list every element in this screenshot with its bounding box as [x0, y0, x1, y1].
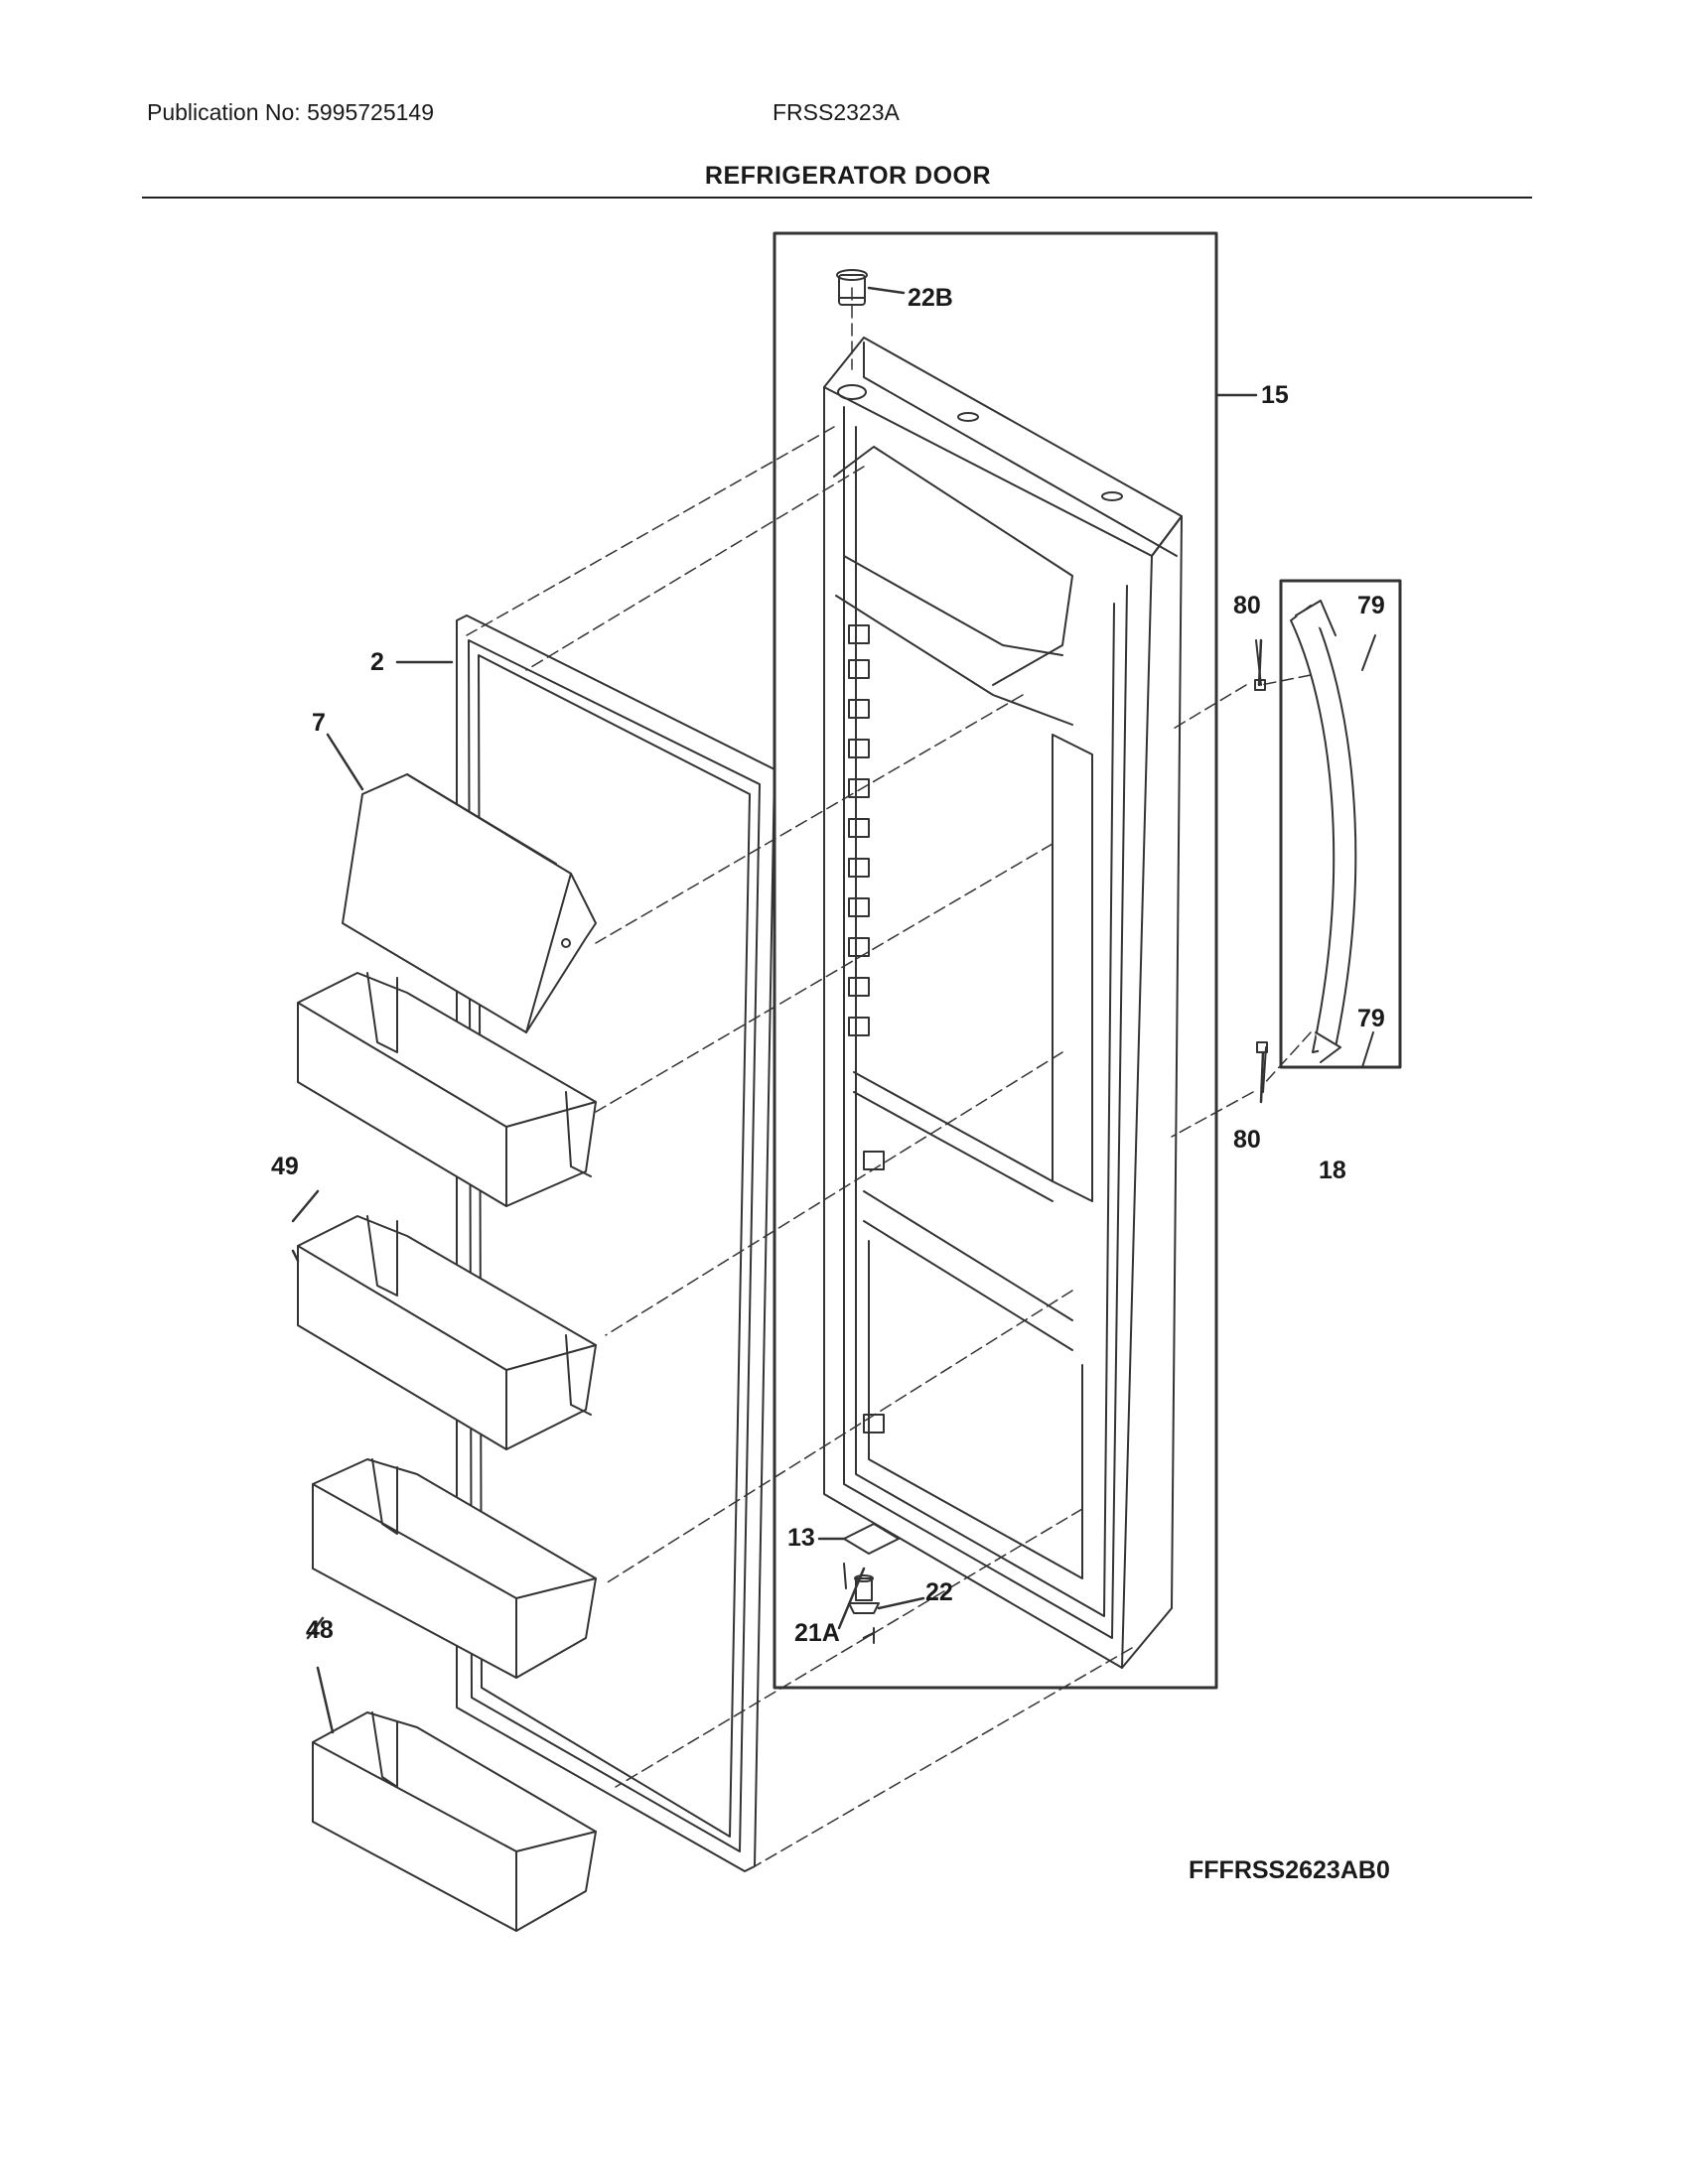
title-rule	[142, 197, 1532, 199]
publication-number: Publication No: 5995725149	[147, 99, 435, 125]
handle-screws-79	[1361, 634, 1376, 1068]
door-handle	[1290, 600, 1357, 1063]
handle-screws-80	[1254, 639, 1268, 1093]
callout-2: 2	[370, 648, 384, 676]
door-liner-box	[773, 231, 1218, 1690]
door-gasket	[456, 614, 775, 1872]
hinge-hardware	[843, 1523, 900, 1644]
alignment-lines	[466, 287, 1312, 1867]
callout-22b: 22B	[908, 284, 953, 312]
leader-lines	[291, 286, 1265, 1734]
callout-79-upper: 79	[1357, 592, 1385, 619]
door-bin-49-lower	[297, 1215, 597, 1450]
callout-79-lower: 79	[1357, 1005, 1385, 1032]
callout-22: 22	[925, 1578, 953, 1606]
drawing-code: FFFRSS2623AB0	[1189, 1856, 1390, 1884]
callout-15: 15	[1261, 381, 1289, 409]
callout-48: 48	[306, 1616, 334, 1644]
callout-13: 13	[787, 1524, 815, 1552]
handle-box	[1279, 579, 1402, 1069]
callout-18: 18	[1319, 1157, 1346, 1184]
callout-80-upper: 80	[1233, 592, 1261, 619]
callout-21a: 21A	[794, 1619, 840, 1647]
door-bin-49-upper	[297, 972, 597, 1207]
door-liner	[823, 337, 1183, 1669]
callout-7: 7	[312, 709, 326, 737]
dairy-cover	[342, 773, 597, 1033]
callout-49: 49	[271, 1153, 299, 1180]
door-bin-48-lower	[312, 1711, 597, 1932]
door-bin-48-upper	[312, 1458, 597, 1679]
model-number: FRSS2323A	[773, 99, 900, 125]
section-title: REFRIGERATOR DOOR	[704, 162, 992, 190]
callout-80-lower: 80	[1233, 1126, 1261, 1154]
plug-22b	[836, 269, 868, 306]
